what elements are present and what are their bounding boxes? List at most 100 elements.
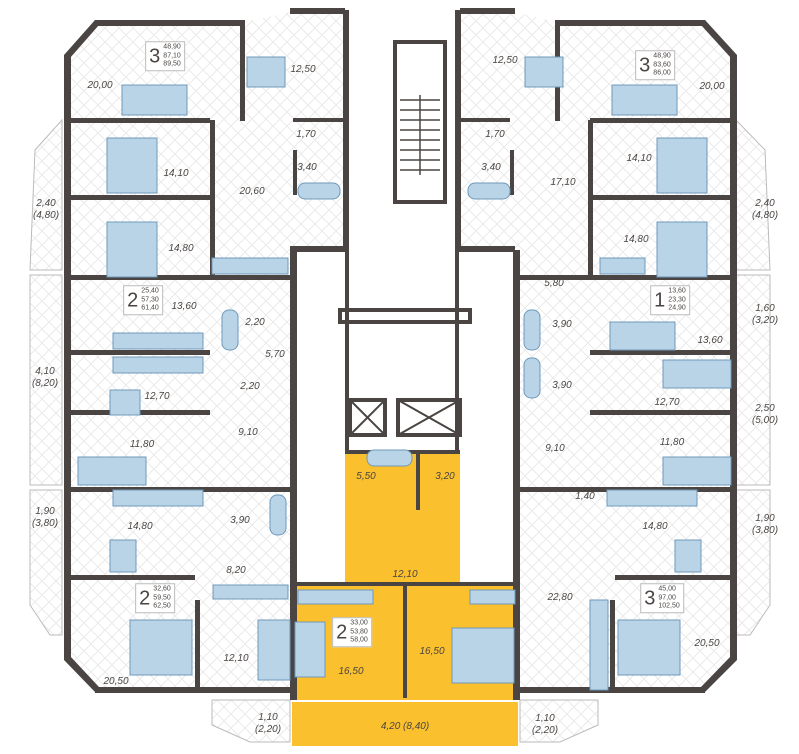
- room-count: 1: [654, 289, 666, 311]
- sofa: [77, 456, 147, 486]
- dining-table: [246, 56, 286, 88]
- room-area: 1,40: [575, 491, 595, 502]
- balcony-area-value: 4,10: [35, 366, 55, 377]
- room-area: 5,80: [544, 278, 564, 289]
- bed: [451, 627, 515, 684]
- sofa: [609, 321, 676, 351]
- wardrobe: [469, 589, 516, 605]
- sofa: [662, 359, 732, 389]
- balcony-area: 2,40(4,80): [33, 198, 59, 222]
- total-area: 59,50: [153, 593, 171, 601]
- living-area: 25,40: [141, 287, 159, 295]
- balcony-area: 4,10(8,20): [32, 366, 58, 390]
- balcony-bottom-right: [519, 699, 599, 743]
- wardrobe: [297, 589, 374, 605]
- total-area: 53,80: [350, 627, 368, 635]
- wardrobe: [211, 257, 289, 275]
- room-area: 14,80: [642, 521, 668, 532]
- stairwell: [393, 40, 447, 204]
- balcony-area-value: 1,60: [755, 303, 775, 314]
- room-area: 17,10: [550, 177, 576, 188]
- room-area: 14,80: [623, 234, 649, 245]
- bathtub: [366, 449, 413, 467]
- elevator-2: [396, 398, 462, 437]
- balcony-area-value: 1,90: [755, 513, 775, 524]
- room-area: 3,90: [552, 380, 572, 391]
- room-area: 9,10: [238, 427, 258, 438]
- room-area: 5,70: [265, 349, 285, 360]
- living-area: 33,00: [350, 619, 368, 627]
- balcony-bottom-left: [211, 699, 291, 743]
- dining-table: [109, 539, 137, 573]
- balcony-left-bottom: [29, 489, 63, 636]
- room-count: 2: [336, 621, 348, 643]
- living-area: 45,00: [658, 585, 676, 593]
- balcony-area-coef: (2,20): [531, 725, 559, 736]
- bathtub: [269, 494, 287, 536]
- living-area: 48,90: [163, 43, 181, 51]
- room-area: 11,80: [129, 439, 155, 450]
- balcony-area-coef: (3,80): [31, 518, 59, 529]
- room-area: 3,20: [435, 471, 455, 482]
- room-area: 13,60: [171, 301, 197, 312]
- bathtub: [523, 357, 541, 399]
- balcony-area-coef: (3,80): [751, 525, 779, 536]
- room-area: 3,90: [552, 319, 572, 330]
- sofa: [121, 84, 188, 116]
- wardrobe: [589, 599, 609, 691]
- walls: [64, 8, 737, 700]
- elevator-2-cross: [397, 399, 461, 436]
- balcony-area: 1,90(3,80): [752, 513, 778, 537]
- balcony-area-value: 2,50: [755, 403, 775, 414]
- bathtub: [523, 309, 541, 351]
- room-area: 14,10: [626, 153, 652, 164]
- room-area: 20,00: [699, 81, 725, 92]
- bed: [129, 619, 193, 676]
- room-area: 20,50: [694, 638, 720, 649]
- room-area: 3,40: [481, 162, 501, 173]
- balcony-area-value: 1,10: [535, 713, 555, 724]
- elevator-1: [348, 398, 387, 437]
- room-area: 9,10: [545, 443, 565, 454]
- floor-area: [68, 12, 735, 700]
- sofa: [611, 84, 678, 116]
- balcony-area-coef: (4,80): [751, 210, 779, 221]
- balcony-area: 1,10(2,20): [255, 712, 281, 736]
- balcony-area-coef: (3,20): [751, 315, 779, 326]
- bed: [617, 619, 681, 676]
- room-area: 12,10: [223, 653, 249, 664]
- balcony-area: 1,90(3,80): [32, 506, 58, 530]
- total-area: 87,10: [163, 51, 181, 59]
- area-with-balcony: 58,00: [350, 636, 368, 644]
- balcony-area-value: 1,90: [35, 506, 55, 517]
- wardrobe: [599, 257, 646, 275]
- balcony-right-bottom: [735, 489, 771, 636]
- area-with-balcony: 61,40: [141, 304, 159, 312]
- balconies: [29, 118, 771, 743]
- room-area: 8,20: [226, 565, 246, 576]
- stair-core: [338, 40, 472, 437]
- room-area: 14,80: [168, 243, 194, 254]
- total-area: 97,00: [658, 593, 676, 601]
- bathtub: [221, 309, 239, 351]
- bed: [106, 221, 158, 278]
- room-area: 22,80: [547, 592, 573, 603]
- room-area: 12,50: [492, 55, 518, 66]
- area-with-balcony: 89,50: [163, 60, 181, 68]
- room-area: 1,70: [296, 129, 316, 140]
- bathtub: [297, 182, 341, 200]
- room-count: 2: [127, 289, 139, 311]
- room-count: 3: [639, 54, 651, 76]
- room-area: 16,50: [338, 666, 364, 677]
